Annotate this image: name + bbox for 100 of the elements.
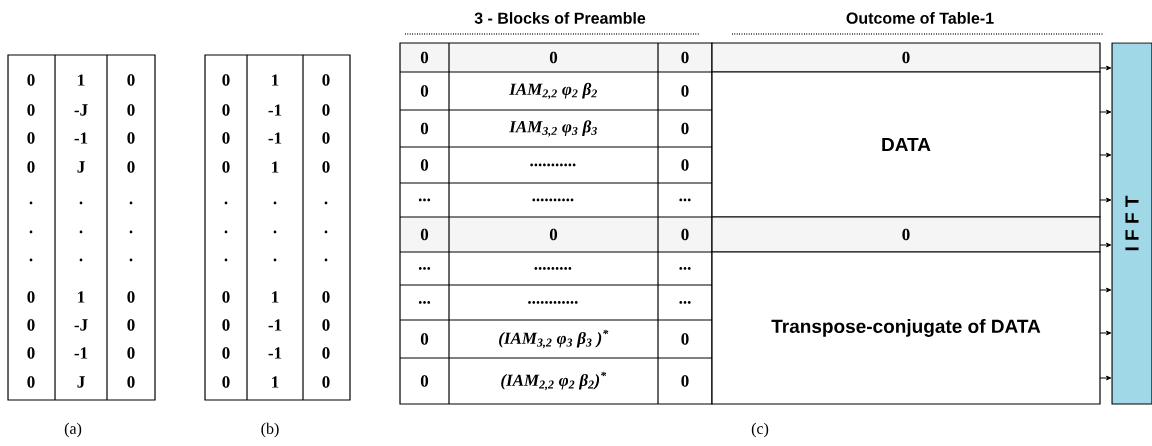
- table-cell: 0: [222, 132, 230, 144]
- arrow: [1099, 197, 1112, 203]
- table-cell: .........: [534, 267, 572, 270]
- table-cell: 0: [681, 159, 689, 171]
- table-cell: .: [129, 258, 133, 262]
- arrow: [1099, 109, 1112, 115]
- table-cell: .: [79, 201, 83, 205]
- table-cell: 0: [222, 161, 230, 173]
- table-cell: IAM$_{2,2}$ φ$_{2}$ β$_{2}$: [509, 82, 597, 100]
- ifft-block: I F F T: [1111, 42, 1152, 405]
- table-cell: -1: [268, 347, 282, 359]
- table-cell: .: [129, 201, 133, 205]
- table-cell: .: [273, 201, 277, 205]
- table-cell: ...: [418, 267, 431, 270]
- table-cell: ..........: [532, 198, 574, 202]
- table-cell: 1: [78, 74, 85, 86]
- table-cell: ...........: [530, 163, 576, 167]
- panel-caption: (c): [751, 422, 769, 438]
- table-cell: -J: [74, 104, 88, 116]
- table-cell: 0: [681, 375, 689, 387]
- table-cell: .: [224, 230, 228, 234]
- table-cell: ...: [418, 198, 431, 202]
- table-cell: 0: [127, 376, 135, 388]
- table-cell: 0: [27, 347, 35, 359]
- table-cell: 0: [681, 85, 689, 97]
- table-cell: .: [29, 201, 33, 205]
- table-cell: .: [29, 258, 33, 262]
- panel-caption: (b): [261, 422, 279, 438]
- table-cell: 0: [27, 132, 35, 144]
- table-cell: 0: [222, 104, 230, 116]
- table-cell: 0: [420, 159, 429, 171]
- table-cell: 0: [549, 228, 558, 241]
- arrow: [1099, 152, 1112, 158]
- table-cell: -1: [74, 132, 88, 144]
- table-cell: 0: [222, 319, 230, 331]
- table-cell: ...: [679, 198, 691, 202]
- table-cell: 0: [27, 319, 35, 331]
- table-cell: .: [324, 230, 328, 234]
- arrow: [1099, 375, 1112, 381]
- table-cell: ...: [418, 301, 431, 304]
- table-cell: 1: [272, 74, 279, 86]
- table-cell: .: [79, 230, 83, 234]
- table-cell: 0: [322, 132, 330, 144]
- table-cell: 1: [272, 161, 279, 173]
- arrow: [1099, 287, 1112, 293]
- table-cell: 0: [27, 74, 35, 86]
- table-cell: 0: [322, 347, 330, 359]
- table-cell: 0: [127, 161, 135, 173]
- table-cell: ...: [679, 301, 691, 304]
- table-cell: -1: [74, 347, 88, 359]
- table-cell: 0: [222, 74, 230, 86]
- arrow: [1099, 330, 1112, 336]
- table-cell: 0: [322, 104, 330, 116]
- table-cell: 0: [420, 122, 429, 135]
- table-cell: 0: [127, 74, 135, 86]
- table-cell: 0: [322, 291, 330, 303]
- table-cell: 0: [27, 104, 35, 116]
- table-cell: ...: [679, 267, 691, 270]
- table-cell: DATA: [711, 71, 1101, 218]
- table-cell: 0: [127, 319, 135, 331]
- table-cell: 0: [681, 122, 689, 135]
- table-cell: -J: [74, 319, 88, 331]
- table-cell: 0: [322, 74, 330, 86]
- table-cell: 1: [272, 376, 279, 388]
- table-cell: (IAM$_{3,2}$ φ$_{3}$ β$_{3}$ )$^{*}$: [499, 329, 609, 349]
- arrow: [1099, 242, 1112, 248]
- table-cell: 0: [681, 333, 689, 345]
- table-cell: J: [77, 161, 85, 173]
- table-cell: 0: [127, 132, 135, 144]
- table-cell: ............: [528, 301, 578, 304]
- table-cell: 0: [127, 104, 135, 116]
- table-cell: .: [324, 258, 328, 262]
- table-cell: 0: [420, 375, 429, 387]
- table-cell: .: [324, 201, 328, 205]
- table-cell: 0: [420, 333, 429, 345]
- table-cell: .: [273, 230, 277, 234]
- table-cell: 0: [420, 85, 429, 97]
- table-cell: 0: [222, 291, 230, 303]
- table-cell: .: [224, 201, 228, 205]
- table-cell: 0: [27, 376, 35, 388]
- table-cell: -1: [268, 132, 282, 144]
- table-cell: 0: [711, 216, 1101, 253]
- table-cell: IAM$_{3,2}$ φ$_{3}$ β$_{3}$: [509, 120, 597, 137]
- panel-caption: (a): [64, 422, 82, 438]
- table-cell: 0: [127, 347, 135, 359]
- column-heading: 3 - Blocks of Preamble: [474, 12, 646, 24]
- arrow: [1099, 65, 1112, 71]
- table-cell: 0: [27, 291, 35, 303]
- table-cell: 1: [78, 291, 85, 303]
- table-cell: 0: [322, 319, 330, 331]
- table-cell: 0: [322, 161, 330, 173]
- table-cell: -1: [268, 104, 282, 116]
- table-cell: .: [129, 230, 133, 234]
- table-cell: 0: [549, 51, 558, 64]
- table-cell: -1: [268, 319, 282, 331]
- table-cell: 0: [322, 376, 330, 388]
- table-cell: (IAM$_{2,2}$ φ$_{2}$ β$_{2}$)$^{*}$: [501, 371, 607, 391]
- table-cell: 0: [711, 42, 1101, 73]
- table-cell: 0: [681, 228, 689, 241]
- table-cell: 0: [420, 51, 429, 64]
